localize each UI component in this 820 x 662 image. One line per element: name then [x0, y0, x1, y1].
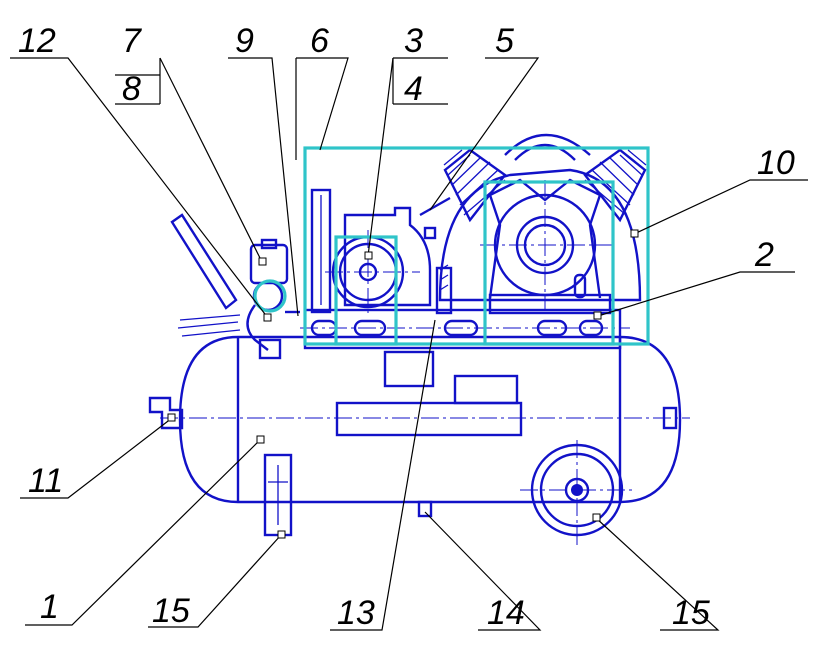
highlight-boxes — [253, 146, 650, 346]
base-plate — [300, 308, 630, 350]
label-10: 10 — [757, 144, 795, 182]
support-rod — [435, 264, 453, 315]
highlight-pressure-gauge — [253, 279, 287, 313]
tank-foot — [263, 453, 293, 537]
label-7: 7 — [122, 22, 142, 60]
receiver-tank — [148, 335, 690, 518]
highlight-compressor-head — [483, 180, 615, 346]
label-6: 6 — [310, 22, 329, 60]
label-3: 3 — [404, 22, 423, 60]
leader-lines — [10, 57, 808, 631]
compressor-head — [438, 133, 647, 315]
label-9: 9 — [235, 22, 254, 60]
highlight-motor — [334, 235, 398, 346]
label-14: 14 — [487, 594, 525, 632]
label-5: 5 — [495, 22, 514, 60]
electric-motor — [310, 188, 451, 315]
label-4: 4 — [404, 70, 423, 108]
label-11: 11 — [28, 462, 63, 500]
label-8: 8 — [122, 70, 141, 108]
label-12: 12 — [18, 22, 56, 60]
reference-markers — [167, 229, 639, 539]
label-2: 2 — [754, 236, 774, 274]
label-1: 1 — [40, 588, 59, 626]
label-13: 13 — [337, 594, 375, 632]
wheel — [520, 440, 635, 545]
callout-labels: 12 7 8 9 6 3 4 5 10 2 11 1 15 13 14 15 — [18, 22, 795, 632]
highlight-assembly — [303, 146, 650, 346]
label-15-left: 15 — [152, 592, 190, 630]
label-15-right: 15 — [672, 594, 710, 632]
